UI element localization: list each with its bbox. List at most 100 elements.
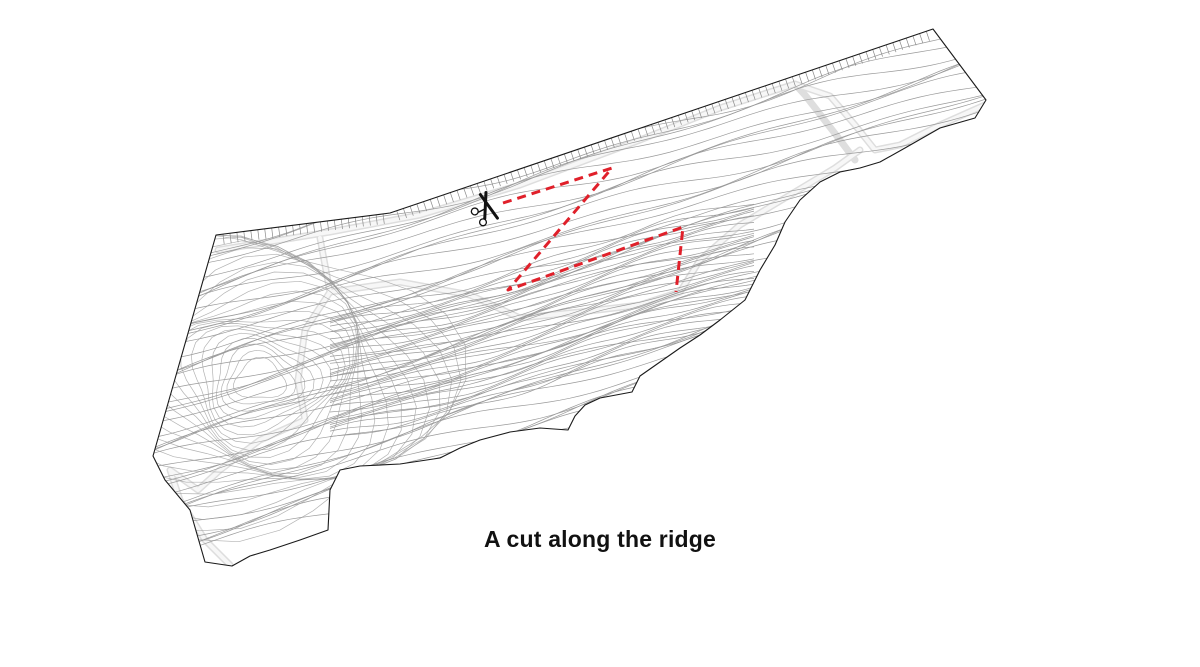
contour-line (153, 83, 986, 315)
contour-line (329, 262, 755, 378)
contour-line (153, 48, 986, 286)
hatch-tick (563, 153, 568, 164)
contour-line (153, 47, 986, 303)
hatch-tick (176, 335, 187, 339)
hatch-tick (543, 160, 548, 171)
hatch-tick (229, 233, 232, 244)
hatch-tick (630, 131, 635, 141)
hatch-tick (577, 149, 582, 160)
hatch-tick (192, 280, 203, 284)
hatch-tick (340, 219, 343, 230)
ridge-road (214, 80, 986, 254)
hatch-tick (818, 67, 823, 78)
hatch-tick (347, 218, 350, 229)
contour-line (329, 290, 755, 407)
hatch-tick (718, 101, 723, 112)
hatch-tick (657, 121, 662, 132)
hatch-tick (163, 383, 173, 388)
contour-line (329, 312, 755, 428)
hatch-tick (196, 266, 207, 270)
contour-line (153, 159, 986, 395)
hatch-tick (537, 162, 542, 173)
hatch-tick (570, 151, 575, 162)
contour-line (153, 232, 467, 543)
contour-line (329, 283, 755, 400)
hatch-tick (285, 226, 288, 237)
contour-line (180, 323, 346, 452)
hatch-tick (313, 222, 316, 233)
hatch-tick (354, 217, 357, 228)
hatch-tick (449, 192, 454, 203)
hatch-tick (738, 94, 743, 105)
hatch-tick (832, 62, 837, 73)
contour-line (329, 207, 755, 323)
hatch-tick (791, 76, 796, 87)
contour-line (226, 349, 297, 405)
contour-line (329, 295, 755, 413)
contour-line (329, 288, 755, 403)
hatch-tick (292, 225, 295, 236)
contour-line (329, 236, 755, 352)
hatch-tick (204, 238, 215, 243)
contour-line (153, 271, 376, 480)
hatch-tick (483, 181, 488, 191)
hatch-tick (436, 196, 441, 207)
contour-line (329, 265, 755, 382)
contour-lines (153, 29, 986, 562)
hatch-tick (375, 214, 378, 225)
hatch-tick (257, 229, 260, 240)
contour-line (153, 93, 986, 342)
hatch-tick (222, 234, 225, 245)
hatch-tick (184, 307, 195, 312)
contour-line (153, 234, 453, 520)
contour-line (329, 208, 755, 324)
hatch-tick (194, 273, 205, 277)
hatch-tick (470, 185, 475, 196)
hatch-tick (925, 31, 930, 41)
contour-line (190, 325, 339, 444)
contour-line (153, 236, 441, 508)
hatch-tick (182, 314, 193, 319)
hatch-tick (264, 228, 267, 239)
hatch-tick (778, 81, 783, 91)
hatch-tick (825, 65, 830, 75)
cut-line (502, 166, 685, 293)
contour-line (153, 294, 986, 544)
contour-line (153, 220, 986, 450)
hatch-tick (361, 216, 364, 227)
site-terrain (153, 29, 986, 566)
hatch-tick (155, 411, 165, 415)
hatch-tick (785, 78, 790, 89)
hatch-tick (879, 47, 883, 57)
contour-line (329, 320, 755, 437)
contour-line (153, 240, 430, 495)
hatch-tick (368, 215, 371, 226)
contour-line (153, 300, 358, 471)
hatch-tick (278, 227, 281, 238)
hatch-tick (617, 135, 622, 146)
hatch-tick (852, 56, 857, 66)
contour-line (329, 314, 755, 429)
contour-line (201, 328, 332, 436)
hatch-tick (172, 349, 183, 353)
hatch-tick (157, 404, 167, 409)
contour-line (220, 343, 306, 412)
hatch-tick (180, 321, 191, 326)
hatch-tick (403, 208, 407, 219)
hatch-tick (805, 72, 810, 82)
hatch-tick (153, 432, 159, 436)
hatch-tick (731, 96, 736, 107)
hatch-tick (758, 87, 763, 98)
contour-line (215, 338, 315, 420)
hatch-tick (912, 35, 917, 46)
hatch-tick (456, 190, 461, 200)
contour-line (329, 260, 755, 376)
hatch-tick (429, 199, 434, 209)
hatch-tick (550, 158, 555, 169)
contour-line (329, 203, 755, 320)
hatch-tick (463, 187, 468, 198)
hatch-tick (503, 174, 508, 185)
contour-line (153, 185, 986, 424)
hatch-tick (838, 60, 843, 71)
